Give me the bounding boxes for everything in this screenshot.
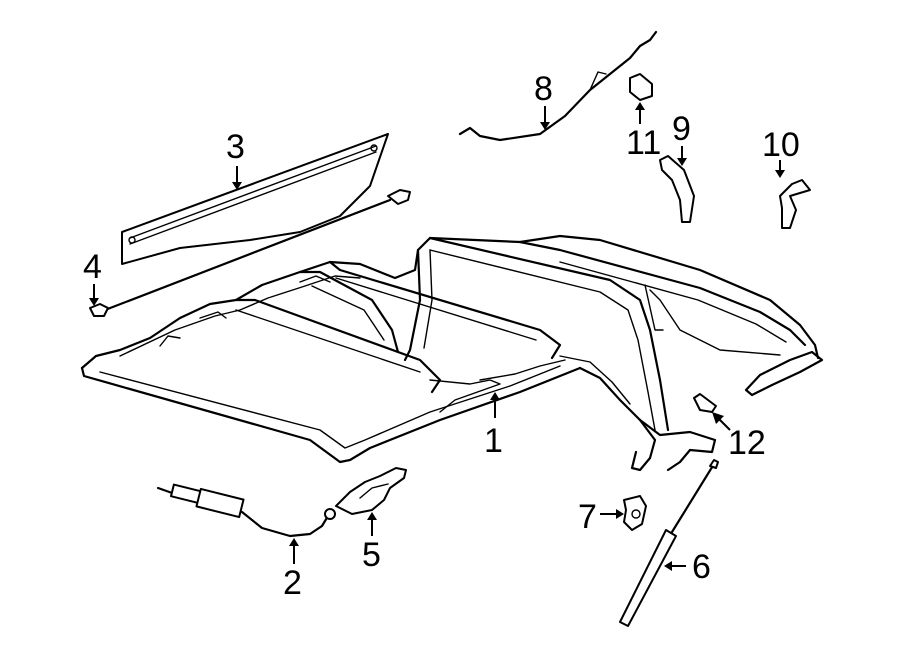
- leader-arrows: [89, 102, 785, 571]
- callout-1: 1: [484, 422, 503, 460]
- lift-strut: [619, 459, 719, 627]
- mount-block: [629, 73, 653, 101]
- hook-bracket-10: [779, 179, 811, 229]
- end-cap: [89, 303, 109, 317]
- callout-5: 5: [362, 536, 381, 574]
- hook-bracket-9: [659, 155, 695, 223]
- callout-4: 4: [83, 248, 102, 286]
- callout-9: 9: [672, 110, 691, 148]
- callout-10: 10: [762, 126, 800, 164]
- push-pin: [693, 393, 717, 413]
- callout-2: 2: [283, 564, 302, 602]
- callout-12: 12: [728, 424, 766, 462]
- callout-6: 6: [692, 548, 711, 586]
- soft-top-frame: [80, 234, 824, 472]
- wire-harness: [458, 30, 658, 142]
- callout-8: 8: [534, 70, 553, 108]
- latch-handle: [335, 467, 407, 515]
- callout-3: 3: [226, 128, 245, 166]
- callout-11: 11: [626, 124, 661, 162]
- clip: [623, 495, 647, 531]
- callout-7: 7: [578, 498, 597, 536]
- pump-cable-assembly: [156, 483, 336, 538]
- side-panel: [103, 133, 411, 312]
